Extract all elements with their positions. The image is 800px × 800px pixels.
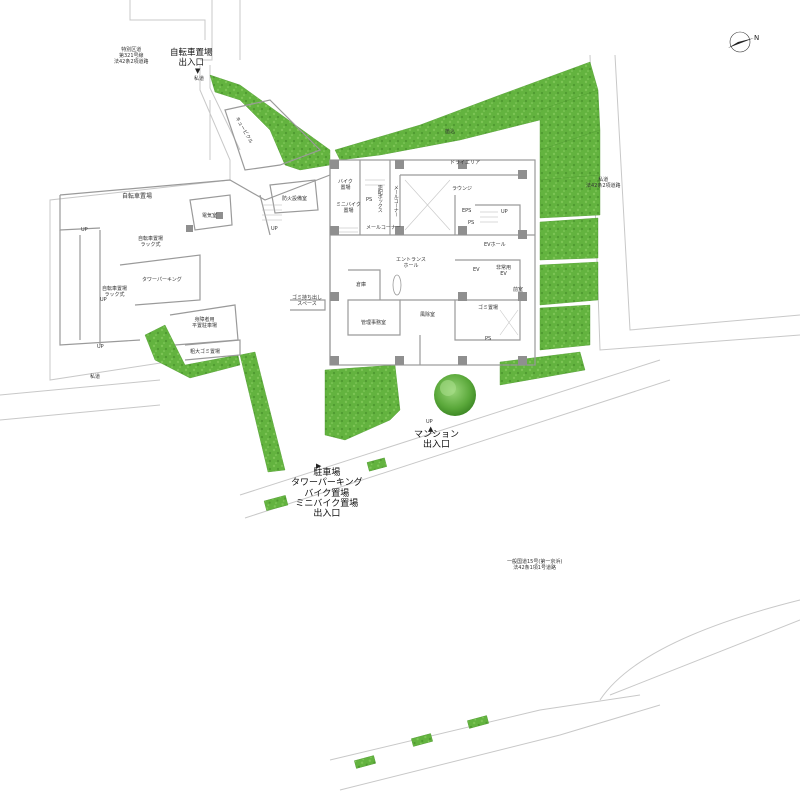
ps-label-1: PS: [366, 197, 373, 203]
planting-right-5: [539, 261, 599, 306]
main-building-outline: [329, 159, 536, 366]
garbage-room-label: ゴミ置場: [478, 305, 499, 311]
entrance-hall-label: エントランス ホール: [396, 257, 426, 269]
garbage-space-label: ゴミ持ち出し スペース: [292, 295, 323, 307]
private-road-top-label: 私道: [194, 76, 205, 82]
planting-right-3: [539, 174, 601, 219]
north-arrow-icon: N: [728, 31, 759, 53]
planting-top-left: [209, 74, 331, 171]
dry-area-label: ドライエリア: [450, 160, 480, 166]
parcel-box-label: 宅配ボックス: [376, 185, 383, 212]
national-road-label: 一般国道15号(第一京浜) 法42条1項1号道路: [507, 559, 563, 571]
planting-right-6: [539, 304, 591, 351]
up-label-ev: UP: [501, 209, 508, 215]
bulky-garbage-label: 粗大ゴミ置場: [190, 349, 221, 355]
warehouse-label: 倉庫: [356, 282, 367, 288]
mansion-entrance-label: マンション 出入口: [414, 430, 460, 451]
mail-corner-label: メールコーナー: [366, 225, 401, 231]
up-label-3: UP: [97, 344, 104, 350]
planting-small-4: [411, 733, 433, 747]
planting-right-4: [539, 217, 599, 261]
planting-front-left: [324, 364, 401, 441]
private-road-right-label: 私道 法42条2項道路: [586, 177, 621, 189]
parking-entrance-label: 駐車場 タワーパーキング バイク置場 ミニバイク置場 出入口: [291, 468, 363, 520]
mail-corner-vert-label: メールコーナー: [392, 185, 399, 217]
ps3-label: PS: [485, 336, 492, 342]
private-road-left-label: 私道: [90, 374, 101, 380]
ev-hall-label: EVホール: [484, 242, 506, 248]
ps2-label: PS: [468, 220, 475, 226]
bike-parking-label: 自転車置場: [122, 193, 153, 200]
planting-small-3: [354, 755, 376, 769]
bike-rack-1-label: 自転車置場 ラック式: [138, 236, 164, 248]
disabled-parking-label: 身障者用 平置駐車場: [192, 317, 218, 329]
planting-areas: [144, 61, 601, 769]
planting-small-2: [366, 457, 387, 472]
tree-canopy: [434, 374, 476, 416]
fire-equipment-label: 防火設備室: [282, 196, 308, 202]
office-label: 管理事務室: [361, 320, 387, 326]
up-label-5: UP: [426, 419, 433, 425]
planting-left-vert: [239, 351, 286, 473]
bike-entrance-label: 自転車置場 出入口: [170, 48, 213, 69]
ev-label: EV: [473, 267, 480, 273]
front-room-label: 前室: [513, 287, 524, 293]
planting-small-1: [263, 495, 289, 511]
svg-text:N: N: [754, 34, 759, 42]
mansion-entrance-arrow-icon: ▲: [428, 425, 434, 433]
electric-room-label: 電気室: [202, 213, 218, 219]
lounge-cross: [404, 179, 519, 336]
windbreak-label: 風除室: [420, 312, 436, 318]
planting-label: 植込: [445, 129, 456, 135]
parking-entrance-arrow-icon: ▶: [316, 462, 322, 470]
bike-area-label: バイク 置場: [338, 179, 353, 191]
minibike-area-label: ミニバイク 置場: [336, 202, 361, 214]
up-label-4: UP: [271, 226, 278, 232]
private-ev-label: 非常用 EV: [496, 265, 512, 277]
planting-left-strip: [144, 324, 241, 379]
stair-hatches: [262, 179, 498, 233]
bike-rack-2-label: 自転車置場 ラック式: [102, 286, 128, 298]
tower-parking-label: タワーパーキング: [142, 277, 182, 283]
bike-entrance-arrow-icon: ▼: [195, 67, 201, 75]
entrance-hall-feature: [392, 274, 402, 296]
up-label-2: UP: [100, 297, 107, 303]
special-road-label: 特別区道 第321号線 法42条2項道路: [114, 47, 149, 65]
planting-right-7: [499, 351, 586, 386]
lounge-label: ラウンジ: [452, 186, 473, 192]
planting-small-5: [467, 715, 489, 729]
eps-label: EPS: [462, 208, 472, 214]
up-label-1: UP: [81, 227, 88, 233]
building-walls: [59, 99, 536, 366]
columns: [186, 160, 527, 365]
